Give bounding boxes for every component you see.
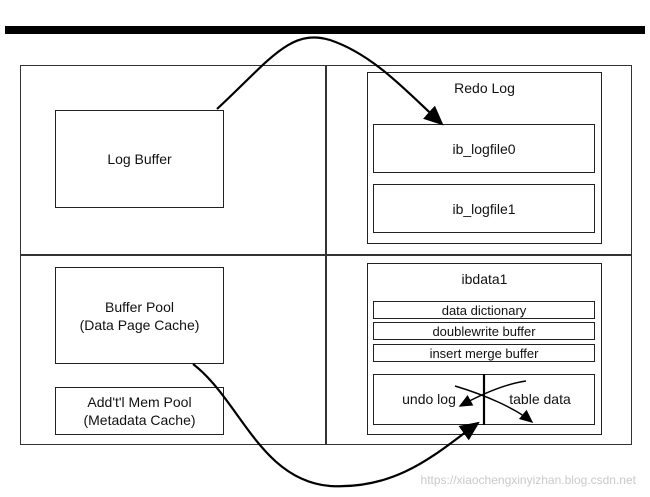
- redo-log-title: Redo Log: [454, 80, 515, 96]
- log-buffer-box: Log Buffer: [55, 110, 224, 208]
- data-dictionary-bar: data dictionary: [373, 301, 595, 319]
- doublewrite-buffer-label: doublewrite buffer: [432, 323, 536, 339]
- ib-logfile1-label: ib_logfile1: [452, 200, 516, 217]
- ib-logfile0-box: ib_logfile0: [373, 124, 595, 173]
- table-data-label: table data: [509, 391, 571, 407]
- log-buffer-to-logfile-arrow: [216, 36, 444, 126]
- doublewrite-buffer-bar: doublewrite buffer: [373, 322, 595, 340]
- buffer-pool-label: Buffer Pool (Data Page Cache): [79, 298, 200, 333]
- insert-merge-buffer-bar: insert merge buffer: [373, 344, 595, 362]
- horizontal-divider: [20, 254, 632, 256]
- insert-merge-buffer-label: insert merge buffer: [429, 345, 539, 361]
- buffer-pool-to-ibdata-arrow: [192, 363, 480, 488]
- ibdata1-title: ibdata1: [461, 271, 508, 287]
- data-dictionary-label: data dictionary: [441, 302, 527, 318]
- log-buffer-label: Log Buffer: [107, 151, 172, 167]
- ib-logfile0-label: ib_logfile0: [452, 140, 516, 157]
- watermark-text: https://xiaochengxinyizhan.blog.csdn.net: [420, 473, 636, 487]
- undo-to-table-arrow: [454, 385, 534, 423]
- ib-logfile1-box: ib_logfile1: [373, 184, 595, 233]
- mem-pool-box: Add't'l Mem Pool (Metadata Cache): [55, 387, 224, 435]
- table-to-undo-arrow: [458, 380, 527, 407]
- undo-log-label: undo log: [402, 391, 456, 407]
- top-rule: [5, 26, 645, 34]
- buffer-pool-box: Buffer Pool (Data Page Cache): [55, 267, 224, 364]
- mem-pool-label: Add't'l Mem Pool (Metadata Cache): [83, 394, 196, 428]
